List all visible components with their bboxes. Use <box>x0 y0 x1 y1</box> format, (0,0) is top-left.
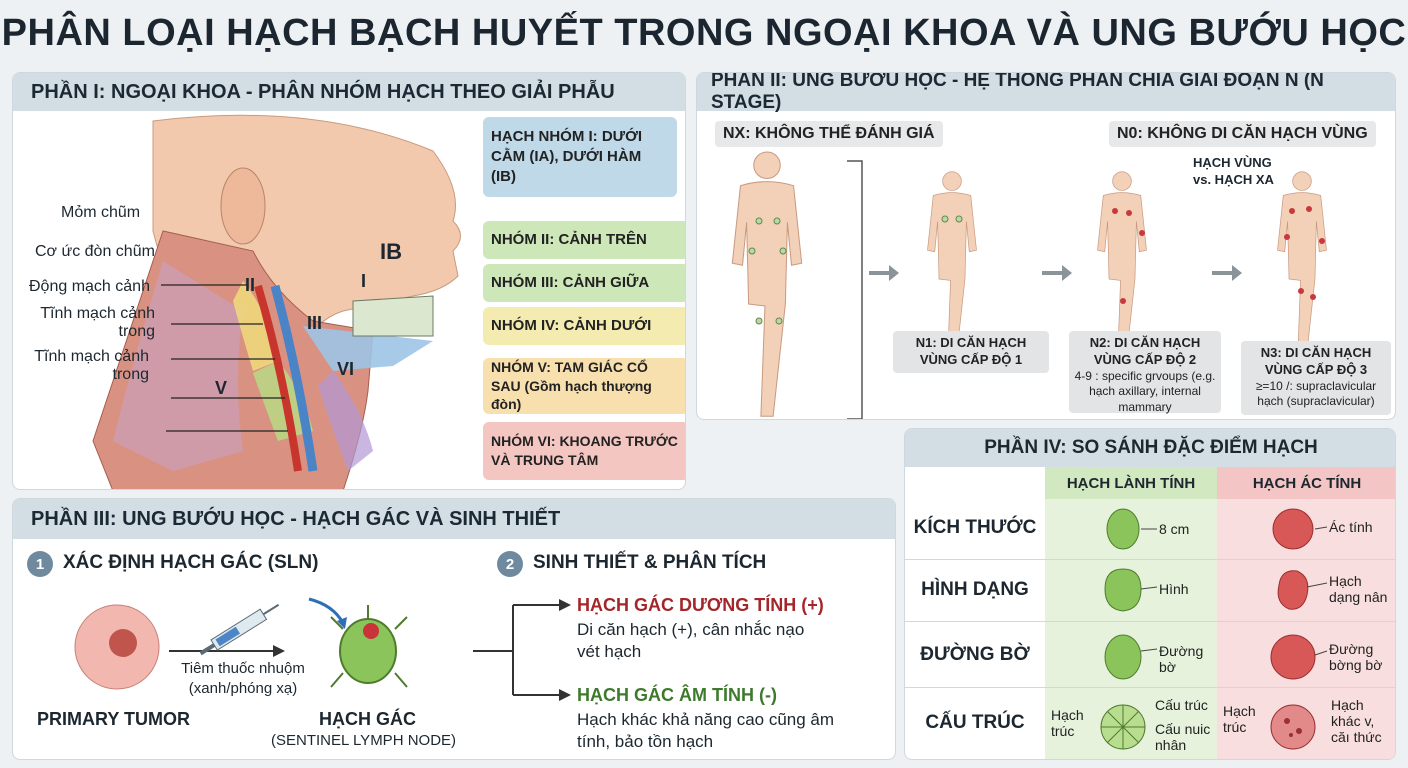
body-figures <box>731 151 1327 419</box>
part2-heading: PHẦN II: UNG BƯỚU HỌC - HỆ THỐNG PHÂN CH… <box>697 73 1395 113</box>
n3-title: N3: DI CĂN HẠCH VÙNG CẤP ĐỘ 3 <box>1260 345 1372 377</box>
positive-title: HẠCH GÁC DƯƠNG TÍNH (+) <box>577 595 824 615</box>
sentinel-node-title: HẠCH GÁC <box>319 709 416 729</box>
zone-ib-label: IB <box>380 239 402 264</box>
internal-jugular-label-1: Tĩnh mạch cảnh trong <box>40 305 155 340</box>
group-i-box: HẠCH NHÓM I: DƯỚI CẰM (IA), DƯỚI HÀM (IB… <box>483 117 677 197</box>
benign-structure-note: Cấu trúc <box>1155 697 1208 713</box>
benign-shape-note: Hình <box>1159 581 1189 597</box>
n1-title: N1: DI CĂN HẠCH VÙNG CẤP ĐỘ 1 <box>915 335 1027 367</box>
part3-heading: PHẦN III: UNG BƯỚU HỌC - HẠCH GÁC VÀ SIN… <box>13 499 895 539</box>
malignant-shape-note: Hạch dạng nân <box>1329 573 1388 606</box>
group-iii-box: NHÓM III: CẢNH GIỮA <box>483 264 685 302</box>
n2-title: N2: DI CĂN HẠCH VÙNG CẤP ĐỘ 2 <box>1089 335 1201 367</box>
sentinel-node-subtitle: (SENTINEL LYMPH NODE) <box>271 732 457 749</box>
part3-panel: PHẦN III: UNG BƯỚU HỌC - HẠCH GÁC VÀ SIN… <box>12 498 896 760</box>
group-iv-box: NHÓM IV: CẢNH DƯỚI <box>483 307 685 345</box>
step1-title: XÁC ĐỊNH HẠCH GÁC (SLN) <box>63 552 319 573</box>
carotid-artery-label: Động mạch cảnh <box>29 278 150 295</box>
negative-text: Hạch khác khả năng cao cũng âm tính, bảo… <box>577 710 835 752</box>
neck-anatomy-illustration <box>92 114 461 489</box>
malignant-column-header: HẠCH ÁC TÍNH <box>1217 467 1395 499</box>
n2-detail: 4-9 : specific grvoups (e.g. hạch axilla… <box>1074 368 1216 414</box>
row-divider-1 <box>905 559 1395 560</box>
row-structure-label: CẤU TRÚC <box>925 712 1025 733</box>
group-v-box: NHÓM V: TAM GIÁC CỔ SAU (Gồm hạch thượng… <box>483 358 685 414</box>
benign-size-note: 8 cm <box>1159 521 1190 537</box>
benign-structure-note2: Cấu nuic nhân <box>1155 721 1211 754</box>
malignant-border-note: Đường bờng bờ <box>1329 641 1383 674</box>
row-size-label: KÍCH THƯỚC <box>913 517 1037 538</box>
n3-caption: N3: DI CĂN HẠCH VÙNG CẤP ĐỘ 3 ≥=10 /: su… <box>1241 341 1391 415</box>
row-divider-3 <box>905 687 1395 688</box>
zone-iii-label: III <box>307 313 323 333</box>
row-border-label: ĐƯỜNG BỜ <box>920 644 1030 665</box>
benign-column-header: HẠCH LÀNH TÍNH <box>1045 467 1217 499</box>
row-divider-2 <box>905 621 1395 622</box>
positive-text: Di căn hạch (+), cân nhắc nạo vét hạch <box>577 620 805 662</box>
benign-border-note: Đường bờ <box>1159 643 1204 676</box>
n0-pill: N0: KHÔNG DI CĂN HẠCH VÙNG <box>1109 121 1376 147</box>
malignant-size-note: Ác tính <box>1329 519 1373 535</box>
internal-jugular-label-2: Tĩnh mạch cảnh trong <box>34 348 149 383</box>
step2-number: 2 <box>497 551 523 577</box>
group-ii-box: NHÓM II: CẢNH TRÊN <box>483 221 685 259</box>
sentinel-node-diagram <box>74 597 571 701</box>
group-vi-box: NHÓM VI: KHOANG TRƯỚC VÀ TRUNG TÂM <box>483 422 685 480</box>
zone-i-label: I <box>361 271 367 291</box>
row-shape-label: HÌNH DẠNG <box>921 579 1029 600</box>
n1-caption: N1: DI CĂN HẠCH VÙNG CẤP ĐỘ 1 <box>893 331 1049 373</box>
part4-panel: PHẦN IV: SO SÁNH ĐẶC ĐIỂM HẠCH HẠCH LÀNH… <box>904 428 1396 760</box>
part1-heading: PHẦN I: NGOẠI KHOA - PHÂN NHÓM HẠCH THEO… <box>13 73 685 111</box>
zone-v-label: V <box>215 378 228 398</box>
part2-panel: PHẦN II: UNG BƯỚU HỌC - HỆ THỐNG PHÂN CH… <box>696 72 1396 420</box>
step2-title: SINH THIẾT & PHÂN TÍCH <box>533 552 767 573</box>
injection-label: Tiêm thuốc nhuộm (xanh/phóng xạ) <box>181 660 305 697</box>
primary-tumor-label: PRIMARY TUMOR <box>37 709 190 729</box>
nx-pill: NX: KHÔNG THỂ ĐÁNH GIÁ <box>715 121 943 147</box>
part4-heading: PHẦN IV: SO SÁNH ĐẶC ĐIỂM HẠCH <box>905 429 1395 467</box>
regional-vs-distant-label: HẠCH VÙNG vs. HẠCH XA <box>1193 155 1274 187</box>
zone-vi-label: VI <box>337 359 355 379</box>
node-comparison-icons <box>1100 508 1328 750</box>
step1-number: 1 <box>27 551 53 577</box>
n2-caption: N2: DI CĂN HẠCH VÙNG CẤP ĐỘ 2 4-9 : spec… <box>1069 331 1221 414</box>
negative-title: HẠCH GÁC ÂM TÍNH (-) <box>577 685 777 705</box>
malignant-structure-note: Hạch khác v, căı thức <box>1331 697 1382 746</box>
mastoid-label: Mỏm chũm <box>61 204 141 221</box>
malignant-structure-left: Hạch trúc <box>1223 703 1256 736</box>
zone-ii-label: II <box>245 275 256 295</box>
scm-muscle-label: Cơ ức đòn chũm <box>35 243 155 260</box>
benign-structure-left: Hạch trúc <box>1051 707 1084 740</box>
n3-detail: ≥=10 /: supraclavicular hạch (supraclavi… <box>1255 378 1377 409</box>
part1-panel: PHẦN I: NGOẠI KHOA - PHÂN NHÓM HẠCH THEO… <box>12 72 686 490</box>
page-title: PHÂN LOẠI HẠCH BẠCH HUYẾT TRONG NGOẠI KH… <box>1 11 1407 54</box>
